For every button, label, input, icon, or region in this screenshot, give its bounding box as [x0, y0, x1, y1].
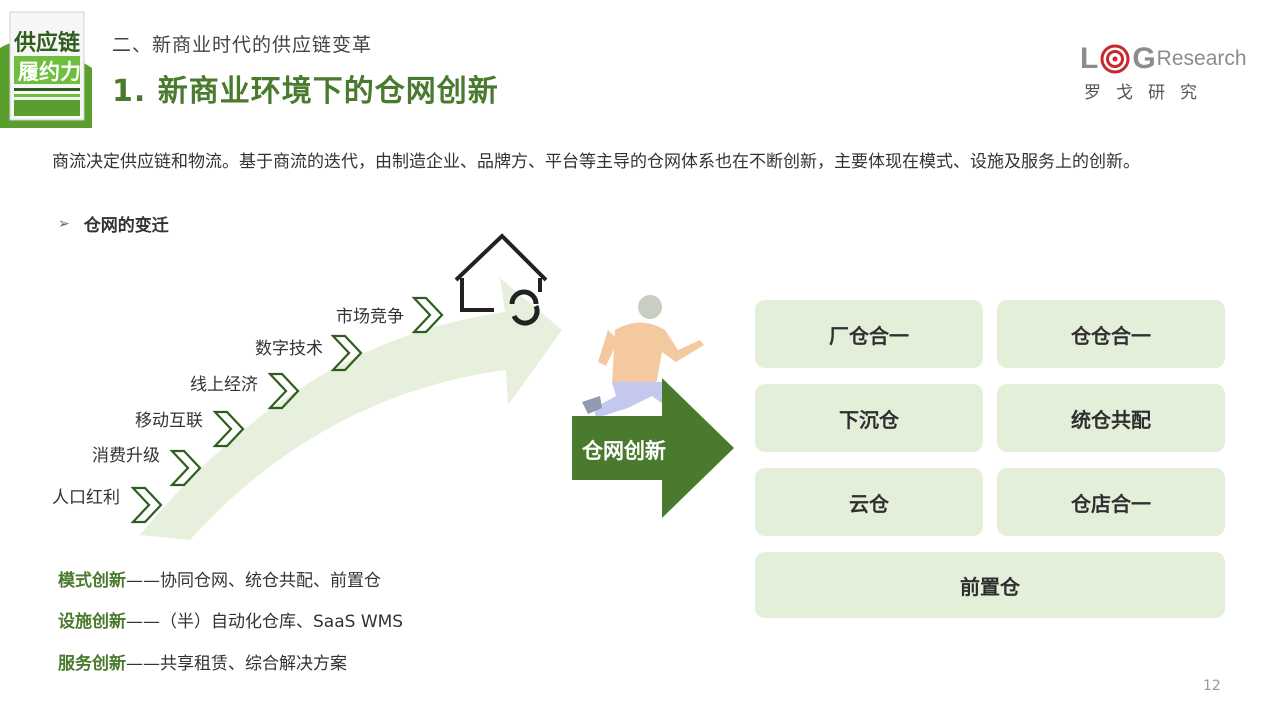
warehouse-type-box-4: 统仓共配 — [997, 384, 1225, 452]
chevron-icon-1 — [130, 486, 163, 524]
intro-paragraph: 商流决定供应链和物流。基于商流的迭代，由制造企业、品牌方、平台等主导的仓网体系也… — [52, 152, 1140, 172]
bullet-heading: ➢ 仓网的变迁 — [58, 211, 169, 237]
warehouse-type-box-1: 厂仓合一 — [755, 300, 983, 368]
logo-chinese-text: 罗戈研究 — [1084, 83, 1212, 103]
logo-research-text: Research — [1156, 47, 1247, 70]
warehouse-type-box-6: 仓店合一 — [997, 468, 1225, 536]
section-title: 二、新商业时代的供应链变革 — [112, 34, 373, 56]
innovation-line-mode: 模式创新——协同仓网、统仓共配、前置仓 — [58, 566, 381, 591]
innovation-text: ——协同仓网、统仓共配、前置仓 — [126, 571, 381, 591]
book-title-line1: 供应链 — [13, 30, 80, 56]
driver-label-2: 消费升级 — [92, 446, 160, 466]
house-icon — [454, 233, 548, 326]
bullet-label: 仓网的变迁 — [83, 216, 169, 236]
warehouse-type-box-7: 前置仓 — [755, 552, 1225, 618]
innovation-line-facility: 设施创新——（半）自动化仓库、SaaS WMS — [58, 607, 403, 632]
logo-wordmark: L G Research — [1080, 42, 1247, 76]
driver-label-5: 数字技术 — [255, 339, 323, 359]
warehouse-type-box-2: 仓仓合一 — [997, 300, 1225, 368]
chevron-icon-4 — [267, 372, 300, 410]
chevron-icon-2 — [169, 449, 202, 487]
chevron-icon-6 — [411, 296, 444, 334]
innovation-key: 模式创新 — [58, 571, 126, 591]
innovation-text: ——（半）自动化仓库、SaaS WMS — [126, 612, 404, 632]
center-arrow-label: 仓网创新 — [582, 439, 666, 463]
innovation-text: ——共享租赁、综合解决方案 — [126, 654, 347, 674]
page-title: 1. 新商业环境下的仓网创新 — [112, 74, 499, 109]
arrow-right-icon: ➢ — [58, 215, 70, 232]
innovation-key: 设施创新 — [58, 612, 126, 632]
target-icon — [1100, 44, 1130, 74]
growth-curve-arrow — [140, 278, 562, 540]
driver-label-3: 移动互联 — [135, 411, 203, 431]
book-cover-image: 供应链 履约力 — [0, 8, 92, 128]
innovation-line-service: 服务创新——共享租赁、综合解决方案 — [58, 649, 347, 674]
page-number: 12 — [1203, 678, 1221, 694]
logo-letter-g: G — [1132, 42, 1156, 75]
driver-label-6: 市场竞争 — [336, 307, 404, 327]
chevron-icon-5 — [330, 334, 363, 372]
growth-diagram — [130, 233, 704, 540]
logo-letter-l: L — [1080, 42, 1099, 75]
chevron-icon-3 — [212, 410, 245, 448]
driver-label-4: 线上经济 — [190, 375, 258, 395]
warehouse-type-box-3: 下沉仓 — [755, 384, 983, 452]
driver-label-1: 人口红利 — [52, 488, 120, 508]
center-arrow-shape — [572, 378, 734, 518]
innovation-key: 服务创新 — [58, 654, 126, 674]
warehouse-type-box-5: 云仓 — [755, 468, 983, 536]
company-logo: L G Research 罗戈研究 — [1080, 42, 1247, 104]
book-title-line2: 履约力 — [18, 60, 81, 84]
